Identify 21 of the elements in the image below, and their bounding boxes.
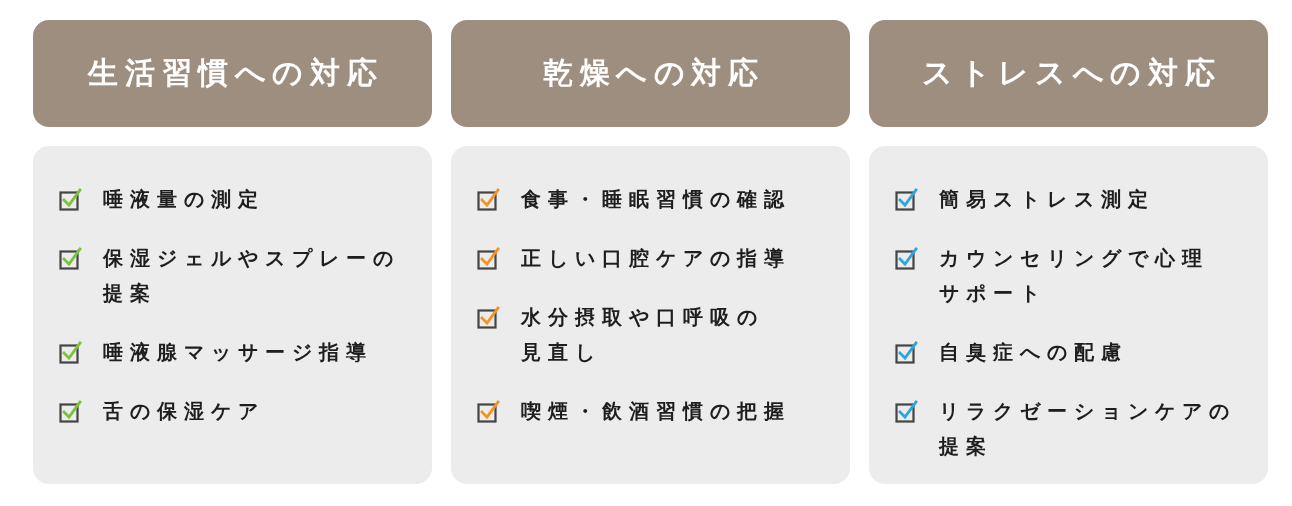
checklist-panel: [869, 146, 1268, 484]
checklist-item: 水分摂取や口呼吸の見直し: [521, 300, 776, 370]
checklist-panel: [451, 146, 850, 484]
checklist-item: カウンセリングで心理サポート: [939, 241, 1221, 311]
checklist-item: 簡易ストレス測定: [939, 182, 1155, 217]
column-header: [451, 20, 850, 127]
checklist-item: 自臭症への配慮: [939, 335, 1128, 370]
checklist-item: リラクゼーションケアの提案: [939, 394, 1248, 464]
checklist-item: 食事・睡眠習慣の確認: [521, 182, 791, 217]
header-title: 生活習慣への対応: [88, 54, 384, 92]
header-title: 乾燥への対応: [543, 54, 765, 92]
column-header: [33, 20, 432, 127]
checklist-item: 保湿ジェルやスプレーの提案: [103, 241, 412, 311]
checklist-item: 唾液量の測定: [103, 182, 265, 217]
checklist-item: 舌の保湿ケア: [103, 394, 265, 429]
checklist-item: 唾液腺マッサージ指導: [103, 335, 373, 370]
header-title: ストレスへの対応: [922, 54, 1222, 92]
column-header: [869, 20, 1268, 127]
checklist-panel: [33, 146, 432, 484]
checklist-item: 正しい口腔ケアの指導: [521, 241, 791, 276]
checklist-item: 喫煙・飲酒習慣の把握: [521, 394, 791, 429]
